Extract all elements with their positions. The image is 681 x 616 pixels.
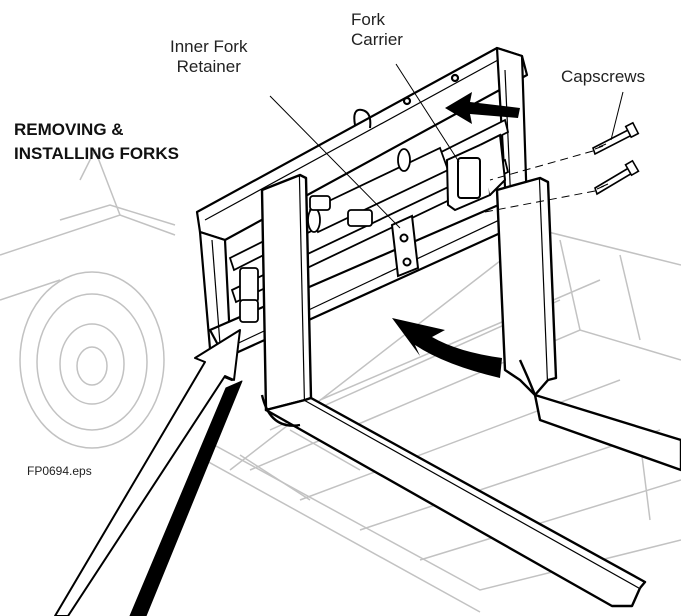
right-fork [495, 176, 681, 472]
fork-carrier-block [445, 133, 507, 212]
file-name: FP0694.eps [27, 464, 92, 478]
fork-carrier-label: Fork Carrier [351, 10, 403, 50]
inner-fork-retainer-block [390, 214, 420, 278]
install-arrow-icon [445, 92, 520, 124]
inner-fork-retainer-label-line-1: Inner Fork [170, 37, 248, 56]
capscrews-pair [592, 121, 640, 196]
remove-arrow-icon [392, 318, 502, 378]
title-line-2: INSTALLING FORKS [14, 144, 179, 163]
lifting-ring [353, 108, 372, 129]
leader-lines [269, 63, 624, 229]
diagram-title: REMOVING & INSTALLING FORKS [14, 118, 179, 166]
callout-pointer [54, 329, 243, 616]
title-line-1: REMOVING & [14, 120, 124, 139]
inner-fork-retainer-label-line-2: Retainer [176, 57, 241, 76]
fork-carrier-label-line-1: Fork [351, 10, 385, 29]
inner-fork-retainer-label: Inner Fork Retainer [170, 37, 247, 77]
background-truck-and-pallet [0, 148, 681, 613]
capscrews-label: Capscrews [561, 67, 646, 86]
left-fork [260, 173, 647, 608]
truck-wheel [19, 271, 165, 449]
capscrew-alignment-lines [484, 150, 596, 213]
fork-carrier-label-line-2: Carrier [351, 30, 403, 49]
